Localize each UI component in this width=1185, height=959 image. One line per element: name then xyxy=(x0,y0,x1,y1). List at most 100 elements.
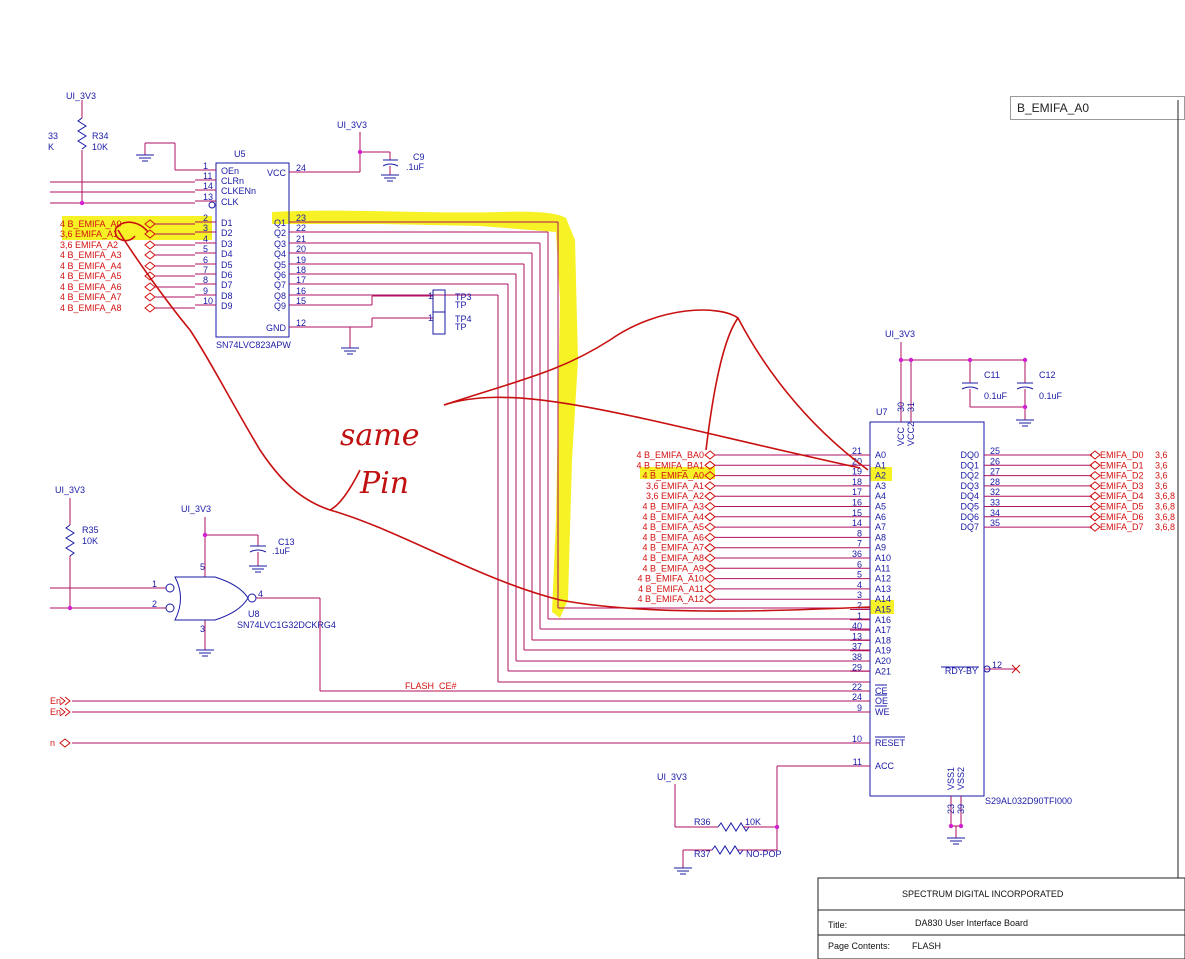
u7-pin-num: 31 xyxy=(906,402,916,412)
u8-pin-num: 2 xyxy=(152,599,157,609)
u5-input-port xyxy=(144,240,156,250)
u7-data-sheet: 3,6 xyxy=(1155,471,1168,481)
r34-value: 10K xyxy=(92,142,108,152)
u7-data-net: EMIFA_D5 xyxy=(1100,502,1144,512)
wires xyxy=(50,100,1026,868)
u7-pin-name: RDY-BY xyxy=(945,666,978,676)
ground-r37 xyxy=(674,867,692,875)
u7-data-port xyxy=(1089,481,1101,491)
u7-pin-name: RESET xyxy=(875,738,906,748)
u7-pin-name: A0 xyxy=(875,450,886,460)
u5-pin-num: 3 xyxy=(203,223,208,233)
u5-input-net: 4 B_EMIFA_A3 xyxy=(60,250,122,260)
net-search-input[interactable]: B_EMIFA_A0 xyxy=(1010,96,1185,120)
tp-ref: TP4 xyxy=(455,314,472,324)
u7-pin-name: CE xyxy=(875,686,888,696)
u7-pin-name: A12 xyxy=(875,574,891,584)
u7-data-net: EMIFA_D7 xyxy=(1100,522,1144,532)
annotation-same: same xyxy=(340,418,419,453)
u7-pin-num: 22 xyxy=(852,682,862,692)
u7-pin-num: 36 xyxy=(852,549,862,559)
u7-pin-num: 19 xyxy=(852,467,862,477)
tp-label: TP xyxy=(455,300,467,310)
u5-input-net: 4 B_EMIFA_A4 xyxy=(60,261,122,271)
u7-data-port xyxy=(1089,512,1101,522)
u7-pin-name: A9 xyxy=(875,543,886,553)
u7-pin-name: A11 xyxy=(875,563,890,573)
tp-pin: 1 xyxy=(428,313,433,323)
u5-pin-name: Q2 xyxy=(274,228,286,238)
no-connect xyxy=(1011,664,1021,674)
u7-pin-name: DQ3 xyxy=(960,481,979,491)
u7-addr-port xyxy=(704,491,716,501)
u5-pin-num: 7 xyxy=(203,265,208,275)
c12-ref: C12 xyxy=(1039,370,1056,380)
u7-pin-num: 23 xyxy=(946,804,956,814)
u7-pin-name: DQ1 xyxy=(960,460,979,470)
u5-pin-name: CLRn xyxy=(221,176,244,186)
u5-pin-num: 2 xyxy=(203,213,208,223)
u5-pin-num: 20 xyxy=(296,244,306,254)
u7-addr-port xyxy=(704,460,716,470)
u5-pin-name: Q4 xyxy=(274,249,286,259)
u8-pin-num: 3 xyxy=(200,624,205,634)
u7-pin-name: DQ0 xyxy=(960,450,979,460)
left-port-diamond xyxy=(59,738,71,748)
c9-value: .1uF xyxy=(406,162,425,172)
u5-input-net: 4 B_EMIFA_A0 xyxy=(60,219,122,229)
u7-addr-port xyxy=(704,522,716,532)
title-block xyxy=(817,100,1185,959)
r36-body xyxy=(717,822,750,832)
u5-pin-name: OEn xyxy=(221,166,239,176)
u5-pin-num: 8 xyxy=(203,275,208,285)
u5-pin-num: 17 xyxy=(296,275,306,285)
u7-data-port xyxy=(1089,522,1101,532)
r36-ref: R36 xyxy=(694,817,711,827)
testpoint-body xyxy=(432,311,446,335)
u5-pin-num: 24 xyxy=(296,163,306,173)
r33-ref: 33 xyxy=(48,131,58,141)
u5-input-net: 3,6 EMIFA_A2 xyxy=(60,240,118,250)
u7-addr-net: 4 B_EMIFA_A9 xyxy=(642,563,704,573)
junction-dot xyxy=(357,149,363,155)
u5-pin-name: Q5 xyxy=(274,260,286,270)
u8-part: SN74LVC1G32DCKRG4 xyxy=(237,620,336,630)
u7-pin-name: VSS2 xyxy=(956,767,966,790)
u8-pin-num: 4 xyxy=(258,589,263,599)
u5-pin-num: 11 xyxy=(203,171,212,181)
u5-pin-num: 4 xyxy=(203,234,208,244)
u7-pin-num: 40 xyxy=(852,621,862,631)
r36-value: 10K xyxy=(745,817,761,827)
u7-pin-name: DQ2 xyxy=(960,471,979,481)
tb-title: DA830 User Interface Board xyxy=(915,918,1028,928)
u7-data-net: EMIFA_D6 xyxy=(1100,512,1144,522)
junction-dot xyxy=(958,823,964,829)
u7-vcc-label: UI_3V3 xyxy=(885,329,915,339)
u7-addr-net: 4 B_EMIFA_A0 xyxy=(642,471,704,481)
ground-caps xyxy=(1016,419,1034,427)
u7-addr-net: 3,6 EMIFA_A2 xyxy=(646,491,704,501)
u5-input-port xyxy=(144,292,156,302)
u7-addr-port xyxy=(704,553,716,563)
u5-pin-name: D1 xyxy=(221,218,233,228)
u5-pin-name: D9 xyxy=(221,301,233,311)
ground-u5-oen xyxy=(136,154,154,162)
u5-pin-num: 14 xyxy=(203,181,213,191)
u5-input-net: 4 B_EMIFA_A8 xyxy=(60,303,122,313)
u7-addr-port xyxy=(704,532,716,543)
u7-pin-name: ACC xyxy=(875,761,895,771)
u7-pin-name: A21 xyxy=(875,666,891,676)
u7-data-sheet: 3,6,8 xyxy=(1155,512,1175,522)
u7-addr-port xyxy=(704,481,716,491)
u5-pin-num: 13 xyxy=(203,192,213,202)
u8-or-gate[interactable]: U8 SN74LVC1G32DCKRG4 xyxy=(165,576,336,630)
u7-pin-name: A8 xyxy=(875,532,886,542)
u5-pin-name: Q7 xyxy=(274,280,286,290)
u7-addr-port xyxy=(704,512,716,522)
u7-pin-name: A7 xyxy=(875,522,886,532)
r37-ref: R37 xyxy=(694,849,711,859)
u7-pin-name: A16 xyxy=(875,615,891,625)
